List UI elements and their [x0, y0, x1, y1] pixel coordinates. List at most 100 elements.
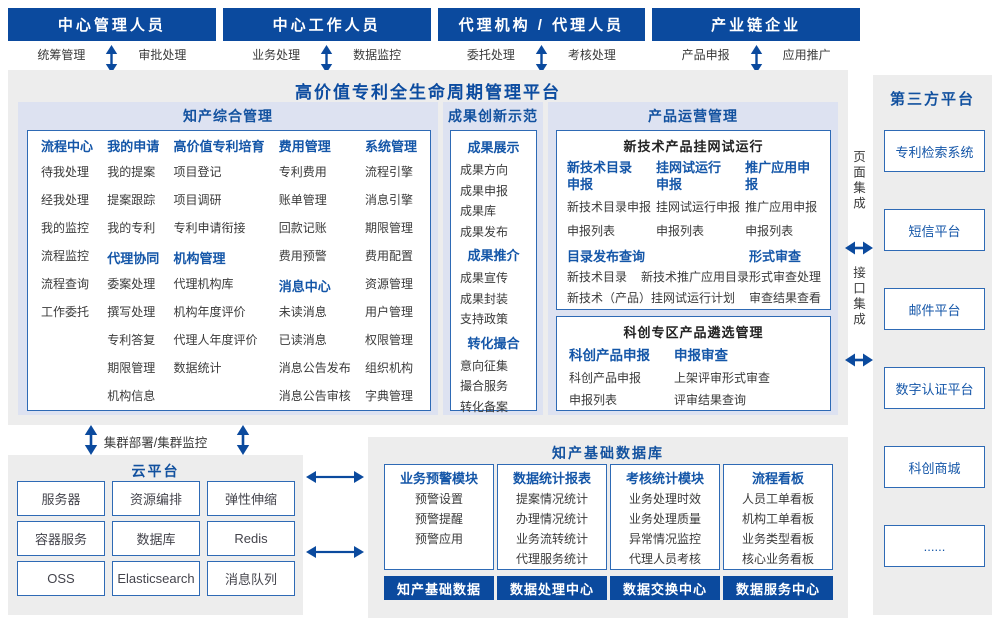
module-item: 预警设置 — [414, 492, 463, 506]
data-center-bar: 数据处理中心 — [497, 576, 607, 600]
section-achievement-demo: 成果创新示范 成果展示 成果方向成果申报成果库成果发布 成果推介 成果宣传成果封… — [443, 102, 543, 415]
menu-column: 系统管理 流程引擎消息引擎期限管理费用配置资源管理用户管理权限管理组织机构字典管… — [365, 136, 417, 406]
menu-item: 申报列表 — [569, 393, 618, 407]
role-title-bar: 代理机构 / 代理人员 — [437, 8, 646, 41]
cluster-label: 集群部署/集群监控 — [103, 436, 208, 450]
menu-group-header: 系统管理 — [364, 139, 417, 154]
menu-item: 代理机构库 — [173, 277, 234, 291]
menu-group-header: 目录发布查询 — [567, 249, 646, 264]
achievement-demo-box: 成果展示 成果方向成果申报成果库成果发布 成果推介 成果宣传成果封装支持政策 转… — [450, 130, 537, 414]
module-item: 预警提醒 — [414, 512, 463, 526]
menu-item: 流程引擎 — [364, 165, 413, 179]
menu-item: 未读消息 — [278, 305, 327, 319]
cloud-service-box: 消息队列 — [207, 561, 295, 596]
role-function-left: 统筹管理 — [37, 48, 86, 62]
menu-group-header: 形式审查 — [749, 249, 802, 264]
menu-item: 审查结果查看 — [749, 291, 822, 305]
sci-tech-selection-box: 科创专区产品遴选管理 科创产品申报 科创产品申报申报列表 申报审查 上架评审形式… — [556, 316, 831, 411]
menu-item: 工作委托 — [41, 305, 90, 319]
horizontal-double-arrow-icon — [845, 241, 873, 255]
role-function-left: 委托处理 — [466, 48, 515, 62]
cloud-service-box: 弹性伸缩 — [207, 481, 295, 516]
menu-item: 消息公告发布 — [278, 361, 351, 375]
menu-group-header: 申报审查 — [674, 348, 728, 363]
menu-item: 成果封装 — [460, 291, 509, 306]
third-party-system-box: 邮件平台 — [884, 288, 985, 330]
menu-column: 科创产品申报 科创产品申报申报列表 — [569, 345, 650, 411]
third-party-system-box: 科创商城 — [884, 446, 985, 488]
menu-item: 组织机构 — [364, 361, 413, 375]
menu-item: 撰写处理 — [107, 305, 156, 319]
menu-column: 推广应用申报 推广应用申报申报列表 — [745, 159, 820, 243]
role-function-right: 考核处理 — [567, 48, 616, 62]
menu-item: 专利答复 — [107, 333, 156, 347]
cloud-service-box: OSS — [17, 561, 105, 596]
role-group: 产业链企业 产品申报 应用推广 — [652, 8, 860, 73]
module-header: 业务预警模块 — [399, 471, 478, 486]
vertical-double-arrow-icon — [535, 45, 548, 73]
menu-item: 新技术目录申报 — [567, 200, 652, 214]
menu-item: 我的专利 — [107, 221, 156, 235]
vertical-double-arrow-icon — [106, 45, 118, 73]
menu-item: 资源管理 — [364, 277, 413, 291]
role-function-right: 数据监控 — [353, 48, 402, 62]
menu-item: 成果库 — [460, 204, 497, 218]
menu-group-header: 推广应用申报 — [745, 160, 811, 192]
online-trial-title: 新技术产品挂网试运行 — [623, 139, 764, 154]
role-functions: 业务处理 数据监控 — [223, 45, 431, 73]
menu-column: 费用管理 专利费用账单管理回款记账费用预警 消息中心 未读消息已读消息消息公告发… — [279, 136, 351, 406]
menu-item: 成果发布 — [460, 224, 509, 239]
role-functions: 产品申报 应用推广 — [652, 45, 860, 73]
ip-database-title: 知产基础数据库 — [552, 445, 664, 461]
third-party-boxes: 专利检索系统短信平台邮件平台数字认证平台科创商城...... — [884, 130, 985, 567]
menu-item: 消息公告审核 — [278, 389, 351, 403]
cluster-band: 集群部署/集群监控 — [8, 425, 303, 455]
menu-item: 撮合服务 — [460, 379, 509, 393]
horizontal-double-arrow-icon — [306, 546, 364, 558]
module-header: 数据统计报表 — [512, 471, 591, 486]
role-function-left: 产品申报 — [681, 48, 730, 62]
menu-item: 成果方向 — [460, 163, 509, 177]
menu-item: 推广应用申报 — [745, 200, 818, 214]
menu-item: 费用预警 — [278, 249, 327, 263]
online-trial-box: 新技术产品挂网试运行 新技术目录申报 新技术目录申报申报列表 挂网试运行申报 挂… — [556, 130, 831, 310]
page-integration-label: 页面集成 — [851, 150, 865, 212]
menu-group-header: 新技术目录申报 — [567, 160, 633, 192]
menu-group-header: 科创产品申报 — [569, 348, 650, 363]
role-function-left: 业务处理 — [252, 48, 301, 62]
module-item: 提案情况统计 — [515, 492, 588, 506]
menu-group-header: 流程中心 — [41, 139, 94, 154]
ip-management-box: 流程中心 待我处理经我处理我的监控流程监控流程查询工作委托 我的申请 我的提案提… — [27, 130, 431, 411]
menu-item: 项目登记 — [173, 165, 222, 179]
menu-item: 消息引擎 — [364, 193, 413, 207]
menu-column: 高价值专利培育 项目登记项目调研专利申请衔接 机构管理 代理机构库机构年度评价代… — [173, 136, 264, 406]
cloud-service-box: Redis — [207, 521, 295, 556]
third-party-system-box: ...... — [884, 525, 985, 567]
module-box: 业务预警模块 预警设置预警提醒预警应用 — [384, 464, 494, 570]
menu-item: 期限管理 — [364, 221, 413, 235]
section-ip-management: 知产综合管理 流程中心 待我处理经我处理我的监控流程监控流程查询工作委托 我的申… — [18, 102, 438, 415]
module-box: 数据统计报表 提案情况统计办理情况统计业务流转统计代理服务统计 — [497, 464, 607, 570]
menu-item: 新技术目录 — [567, 270, 628, 284]
menu-item: 我的监控 — [41, 221, 90, 235]
data-center-bar: 数据交换中心 — [610, 576, 720, 600]
cloud-service-box: 容器服务 — [17, 521, 105, 556]
menu-item: 专利申请衔接 — [173, 221, 246, 235]
cloud-service-box: 数据库 — [112, 521, 200, 556]
role-function-right: 审批处理 — [138, 48, 187, 62]
cloud-service-box: 服务器 — [17, 481, 105, 516]
menu-item: 字典管理 — [364, 389, 413, 403]
module-item: 业务处理质量 — [628, 512, 701, 526]
menu-item: 已读消息 — [278, 333, 327, 347]
vertical-double-arrow-icon — [236, 425, 250, 455]
module-item: 办理情况统计 — [515, 512, 588, 526]
role-group: 代理机构 / 代理人员 委托处理 考核处理 — [437, 8, 646, 73]
module-box: 流程看板 人员工单看板机构工单看板业务类型看板核心业务看板 — [723, 464, 833, 570]
menu-item: 申报列表 — [567, 224, 616, 238]
module-item: 业务类型看板 — [741, 532, 814, 546]
menu-item: 权限管理 — [364, 333, 413, 347]
menu-item: 待我处理 — [41, 165, 90, 179]
third-party-system-box: 专利检索系统 — [884, 130, 985, 172]
cloud-service-box: Elasticsearch — [112, 561, 200, 596]
